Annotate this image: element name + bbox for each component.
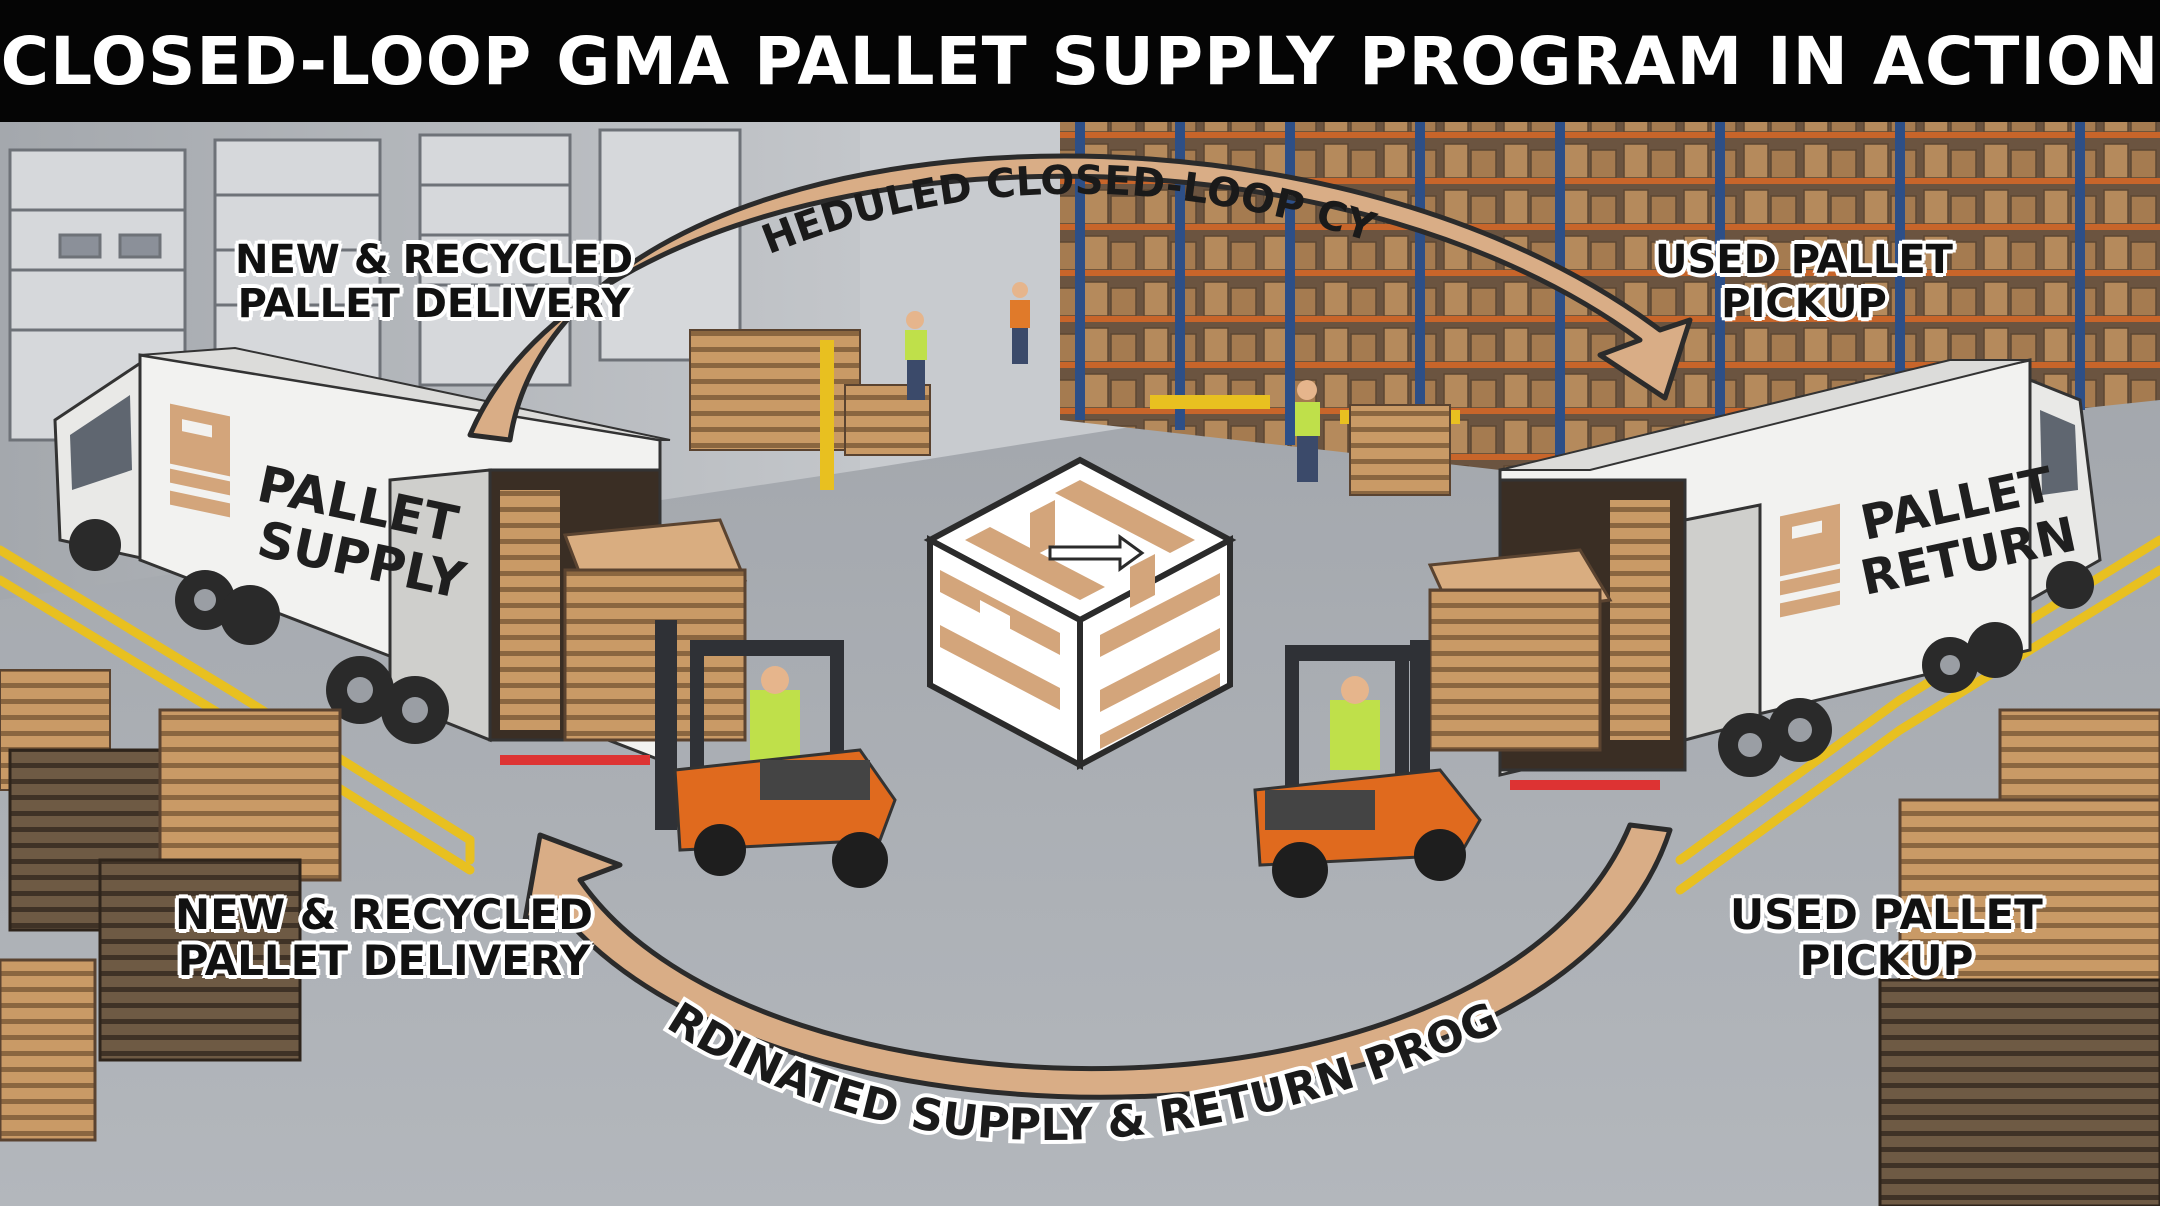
label-bottom-left-line2: PALLET DELIVERY bbox=[177, 936, 591, 986]
background-pallet-stack bbox=[689, 329, 1451, 496]
forklift-right bbox=[1253, 640, 1482, 898]
foreground-pallets-left bbox=[0, 669, 342, 1142]
foreground-pallets-right bbox=[1878, 708, 2160, 1206]
label-top-left-line1: NEW & RECYCLED bbox=[235, 237, 634, 283]
truck-left bbox=[53, 346, 671, 765]
label-bottom-right: USED PALLET PICKUP bbox=[1730, 890, 2043, 986]
truck-right-logo-icon bbox=[1780, 503, 1840, 618]
truck-left-logo-icon bbox=[170, 403, 230, 518]
page-title: CLOSED-LOOP GMA PALLET SUPPLY PROGRAM IN… bbox=[0, 22, 2160, 100]
label-top-right-line2: PICKUP bbox=[1721, 281, 1887, 327]
label-top-right: USED PALLET PICKUP bbox=[1655, 238, 1953, 326]
bottom-arc-arrow bbox=[522, 822, 1673, 1100]
label-bottom-right-line1: USED PALLET bbox=[1730, 890, 2043, 939]
label-top-left-line2: PALLET DELIVERY bbox=[237, 281, 631, 327]
loaded-pallet-stack-right bbox=[1427, 548, 1613, 752]
title-bar: CLOSED-LOOP GMA PALLET SUPPLY PROGRAM IN… bbox=[0, 0, 2160, 122]
label-bottom-right-line2: PICKUP bbox=[1799, 936, 1974, 986]
top-arc-arrow bbox=[467, 153, 1693, 443]
label-bottom-left-line1: NEW & RECYCLED bbox=[175, 890, 593, 939]
gma-logo-cube bbox=[923, 456, 1237, 770]
label-bottom-left: NEW & RECYCLED PALLET DELIVERY bbox=[175, 890, 593, 986]
label-top-right-line1: USED PALLET bbox=[1655, 237, 1953, 283]
warehouse-workers bbox=[905, 282, 1320, 482]
forklift-left bbox=[655, 620, 897, 888]
label-top-left: NEW & RECYCLED PALLET DELIVERY bbox=[235, 238, 633, 326]
